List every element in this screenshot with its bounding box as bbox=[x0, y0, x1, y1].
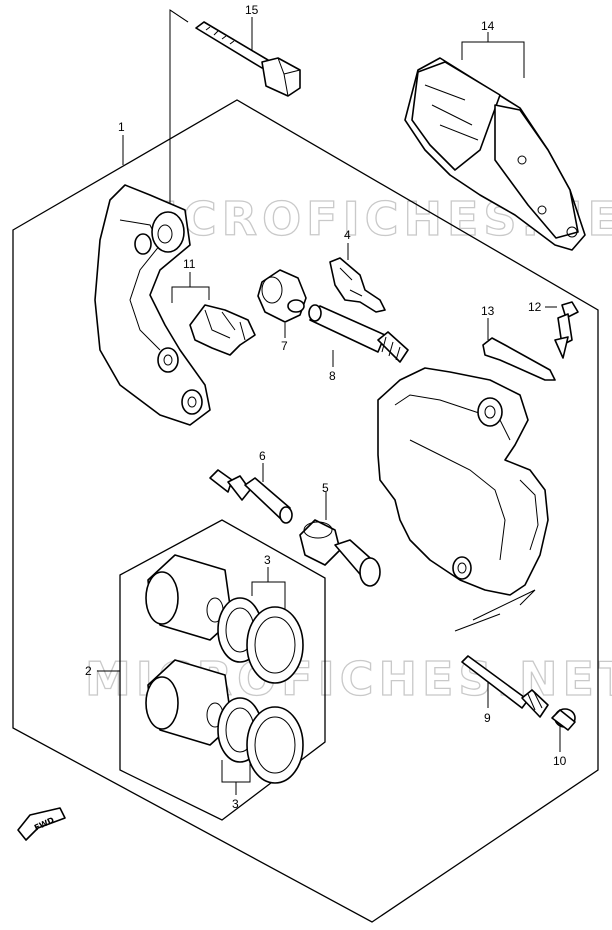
callout-9: 9 bbox=[484, 711, 491, 725]
callout-1: 1 bbox=[118, 120, 125, 134]
part-6-pin bbox=[209, 469, 293, 524]
part-10-plug bbox=[551, 708, 576, 731]
callout-8: 8 bbox=[329, 369, 336, 383]
part-12-bleeder bbox=[554, 301, 579, 359]
part-3-seals bbox=[217, 597, 304, 784]
part-11-pad-spring bbox=[189, 304, 256, 356]
piston-group-box bbox=[119, 519, 326, 821]
callout-11: 11 bbox=[183, 257, 196, 271]
callout-5: 5 bbox=[322, 481, 329, 495]
callout-7: 7 bbox=[281, 339, 288, 353]
part-15-bolt bbox=[195, 21, 301, 97]
callout-13: 13 bbox=[481, 304, 495, 318]
callout-15: 15 bbox=[245, 3, 259, 17]
part-14-brake-pads bbox=[404, 57, 586, 251]
part-8-slide-pin bbox=[308, 304, 409, 363]
part-4-clip bbox=[329, 257, 386, 313]
callout-6: 6 bbox=[259, 449, 266, 463]
part-1-caliper-bracket bbox=[94, 184, 211, 426]
caliper-body bbox=[377, 367, 549, 596]
part-2-pistons bbox=[145, 554, 233, 746]
part-9-pad-pin bbox=[461, 655, 549, 718]
callout-4: 4 bbox=[344, 228, 351, 242]
callout-3a: 3 bbox=[264, 553, 271, 567]
callout-2: 2 bbox=[85, 664, 92, 678]
fwd-arrow-icon: FWD bbox=[17, 807, 66, 841]
callout-12: 12 bbox=[528, 300, 542, 314]
leader-lines bbox=[97, 9, 561, 795]
callout-10: 10 bbox=[553, 754, 567, 768]
callout-3b: 3 bbox=[232, 797, 239, 811]
part-7-boot bbox=[257, 269, 307, 323]
assembly-outline bbox=[12, 99, 599, 923]
part-13-cap bbox=[482, 337, 556, 381]
part-5-pin bbox=[299, 519, 381, 587]
callout-14: 14 bbox=[481, 19, 495, 33]
